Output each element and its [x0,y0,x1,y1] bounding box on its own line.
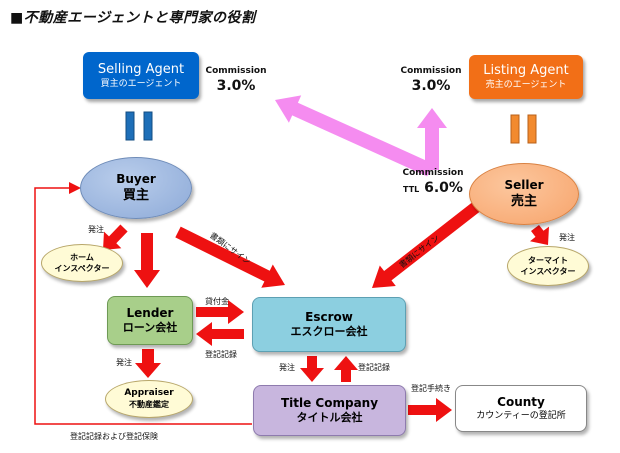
selling-agent-bar-right [143,111,153,141]
arrow-lender-to-appraiser [135,349,161,378]
selling-agent-box: Selling Agent 買主のエージェント [83,52,199,99]
selling-agent-en: Selling Agent [97,61,185,77]
listing-agent-ja: 売主のエージェント [485,80,567,90]
commission-listing: Commission 3.0% [398,66,464,95]
buyer-en: Buyer [116,172,156,186]
lender-ja: ローン会社 [122,321,178,334]
commission-arrow-to-selling [275,95,433,177]
termite-inspector-oval: ターマイト インスペクター [507,246,589,286]
seller-en: Seller [504,178,544,192]
commission-selling-label: Commission [205,66,267,76]
arrow-seller-to-escrow [372,195,489,288]
commission-listing-label: Commission [400,66,462,76]
title-company-ja: タイトル会社 [296,411,363,424]
arrow-title-to-county [408,398,452,422]
label-loan: 貸付金 [205,297,229,306]
arrow-seller-to-termite [530,225,549,245]
label-registry-title: 登記記録 [358,363,390,372]
listing-agent-bar-right [527,114,537,144]
listing-agent-en: Listing Agent [483,63,569,78]
buyer-oval: Buyer 買主 [80,157,192,219]
label-order-lender: 発注 [116,358,132,367]
buyer-ja: 買主 [122,188,149,203]
seller-oval: Seller 売主 [469,163,579,225]
label-registration-procedure: 登記手続き [411,384,451,393]
label-order-escrow: 発注 [279,363,295,372]
listing-agent-box: Listing Agent 売主のエージェント [469,55,583,99]
arrow-buyer-to-home-inspector [103,224,128,250]
county-en: County [497,395,545,409]
selling-agent-bar-left [125,111,135,141]
feedback-line-title-to-buyer [34,182,252,425]
arrow-escrow-to-title [300,356,324,382]
arrow-lender-to-escrow [196,300,244,324]
escrow-en: Escrow [305,310,353,324]
commission-total-value: 6.0% [424,180,463,196]
listing-agent-bar-left [510,114,520,144]
escrow-box: Escrow エスクロー会社 [252,297,406,352]
label-order-seller: 発注 [559,233,575,242]
commission-selling-value: 3.0% [216,78,256,94]
termite-inspector-l1: ターマイト [528,256,568,265]
arrow-escrow-to-lender [196,322,244,346]
home-inspector-oval: ホーム インスペクター [41,244,123,282]
commission-listing-value: 3.0% [411,78,451,94]
commission-arrow-to-listing [417,108,447,170]
arrow-buyer-to-lender [134,233,160,288]
county-box: County カウンティーの登記所 [455,385,587,432]
commission-total-prefix: TTL [403,185,420,194]
seller-ja: 売主 [510,194,537,209]
commission-total-label: Commission [402,168,464,178]
appraiser-ja: 不動産鑑定 [129,400,169,409]
commission-selling: Commission 3.0% [203,66,269,95]
lender-box: Lender ローン会社 [107,296,193,345]
label-registry-insurance: 登記記録および登記保険 [70,432,158,441]
arrow-title-to-escrow [334,356,358,382]
county-ja: カウンティーの登記所 [476,411,566,421]
lender-en: Lender [126,306,174,320]
termite-inspector-l2: インスペクター [520,267,576,276]
home-inspector-l1: ホーム [70,253,94,262]
label-order-buyer: 発注 [88,225,104,234]
appraiser-oval: Appraiser 不動産鑑定 [105,380,193,418]
commission-total: Commission TTL 6.0% [398,168,468,199]
selling-agent-ja: 買主のエージェント [100,78,182,89]
home-inspector-l2: インスペクター [54,264,110,273]
label-registry-lender: 登記記録 [205,350,237,359]
title-company-en: Title Company [280,396,379,410]
escrow-ja: エスクロー会社 [290,325,368,338]
arrow-buyer-to-escrow [175,226,285,288]
appraiser-en: Appraiser [124,388,174,398]
page-title: ■不動産エージェントと専門家の役割 [10,10,256,26]
title-company-box: Title Company タイトル会社 [253,385,406,436]
